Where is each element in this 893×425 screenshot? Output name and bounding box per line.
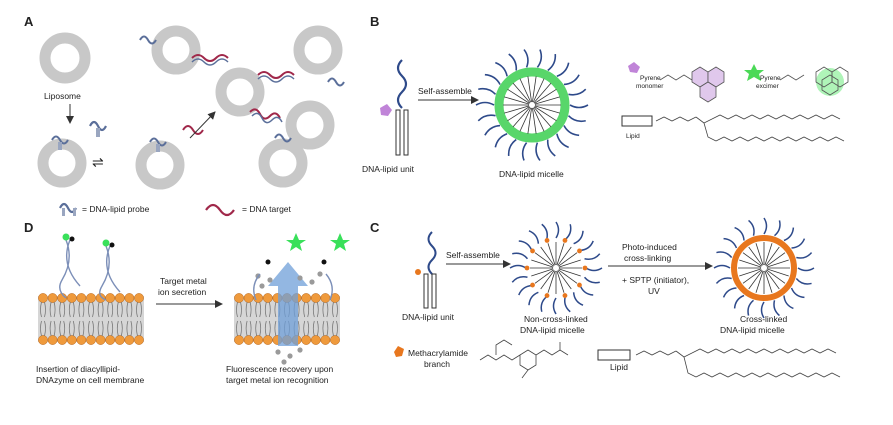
dna-strand [396, 59, 408, 109]
c-arrow1-label: Self-assemble [446, 250, 500, 260]
c-lipid-label: Lipid [610, 362, 628, 372]
panel-c: C DNA-lipid unit Self-assemble Non-cross… [370, 217, 841, 379]
panel-a: A Liposome ⇌ [24, 14, 345, 217]
quencher-dot [69, 236, 75, 242]
b-arrow-label: Self-assemble [418, 86, 472, 96]
b-unit-label: DNA-lipid unit [362, 164, 415, 174]
d-arrow-label-1: Target metal [160, 276, 207, 286]
panel-d: D Target metal ion secretion [24, 220, 350, 385]
d-left-caption-1: Insertion of diacyllipid- [36, 364, 120, 374]
d-arrow-label-2: ion secretion [158, 287, 206, 297]
fluorescence-star [286, 233, 306, 251]
released-quencher [321, 259, 327, 265]
c-methacrylamide-dot [415, 269, 421, 275]
d-right-caption-2: target metal ion recognition [226, 375, 329, 385]
c-cross-label-2: DNA-lipid micelle [720, 325, 785, 335]
free-probe [89, 120, 107, 132]
pyrene-structure [659, 66, 725, 103]
fluorophore-dot [102, 239, 110, 247]
dnazyme-probes [59, 239, 121, 301]
c-unit-label: DNA-lipid unit [402, 312, 455, 322]
dna-target [182, 125, 204, 135]
liposome-ring [39, 32, 91, 84]
fluorescence-star [330, 233, 350, 251]
cleaved-probes [253, 273, 333, 301]
c-lipid-structure [635, 348, 841, 378]
c-lipid-bracket [597, 349, 631, 361]
c-noncross-label-2: DNA-lipid micelle [520, 325, 585, 335]
pyrene-monomer-label-1: Pyrene [640, 75, 661, 82]
c-cross-label-1: Cross-linked [740, 314, 788, 324]
panel-a-letter: A [24, 14, 34, 29]
methacrylamide-label-2: branch [424, 359, 450, 369]
pyrene-excimer-label-1: Pyrene [760, 75, 781, 82]
d-left-caption-2: DNAzyme on cell membrane [36, 375, 144, 385]
c-arrow2-top-2: cross-linking [624, 253, 672, 263]
c-arrow2-bottom-2: UV [648, 286, 660, 296]
legend-target-icon [205, 203, 235, 217]
pyrene-excimer-icon [744, 64, 764, 81]
c-arrow2-bottom-1: + SPTP (initiator), [622, 275, 689, 285]
panel-d-letter: D [24, 220, 33, 235]
cell-membrane-right [234, 262, 340, 346]
methacrylamide-structure [479, 339, 569, 379]
fluorophore-dot [62, 233, 70, 241]
cell-membrane-left [38, 293, 144, 345]
methacrylamide-icon [394, 346, 404, 357]
ion-secretion-arrow [268, 262, 308, 346]
panel-c-letter: C [370, 220, 380, 235]
pyrene-monomer-icon [628, 62, 640, 73]
liposome-network [139, 25, 345, 188]
released-quencher [265, 259, 271, 265]
methacrylamide-label-1: Methacrylamide [408, 348, 468, 358]
quencher-dot [109, 242, 115, 248]
lipid-bracket [621, 115, 653, 127]
b-lipid-structure [655, 114, 845, 142]
liposome-ring [135, 137, 185, 190]
dna-lipid-micelle [475, 49, 589, 161]
liposome-label: Liposome [44, 91, 81, 101]
pyrene-monomer-marker [380, 104, 392, 116]
d-right-caption-1: Fluorescence recovery upon [226, 364, 334, 374]
cross-linked-micelle [713, 217, 815, 319]
metal-ions [255, 271, 323, 365]
c-arrow2-top-1: Photo-induced [622, 242, 677, 252]
legend-probe-text: = DNA-lipid probe [82, 204, 150, 214]
panel-b-letter: B [370, 14, 379, 29]
c-noncross-label-1: Non-cross-linked [524, 314, 588, 324]
panel-b: B DNA-lipid unit Self-assemble DNA-lipid… [362, 14, 849, 179]
b-lipid-label: Lipid [626, 133, 640, 140]
non-cross-linked-micelle [509, 221, 603, 315]
pyrene-excimer-label-2: excimer [756, 83, 780, 90]
liposome-ring [37, 135, 87, 188]
b-micelle-label: DNA-lipid micelle [499, 169, 564, 179]
lipid-tail [395, 109, 401, 156]
equilibrium-arrows: ⇌ [92, 154, 104, 170]
excimer-structure [779, 66, 849, 96]
legend-target-text: = DNA target [242, 204, 292, 214]
pyrene-monomer-label-2: monomer [636, 83, 664, 90]
c-dna-strand [427, 231, 437, 275]
